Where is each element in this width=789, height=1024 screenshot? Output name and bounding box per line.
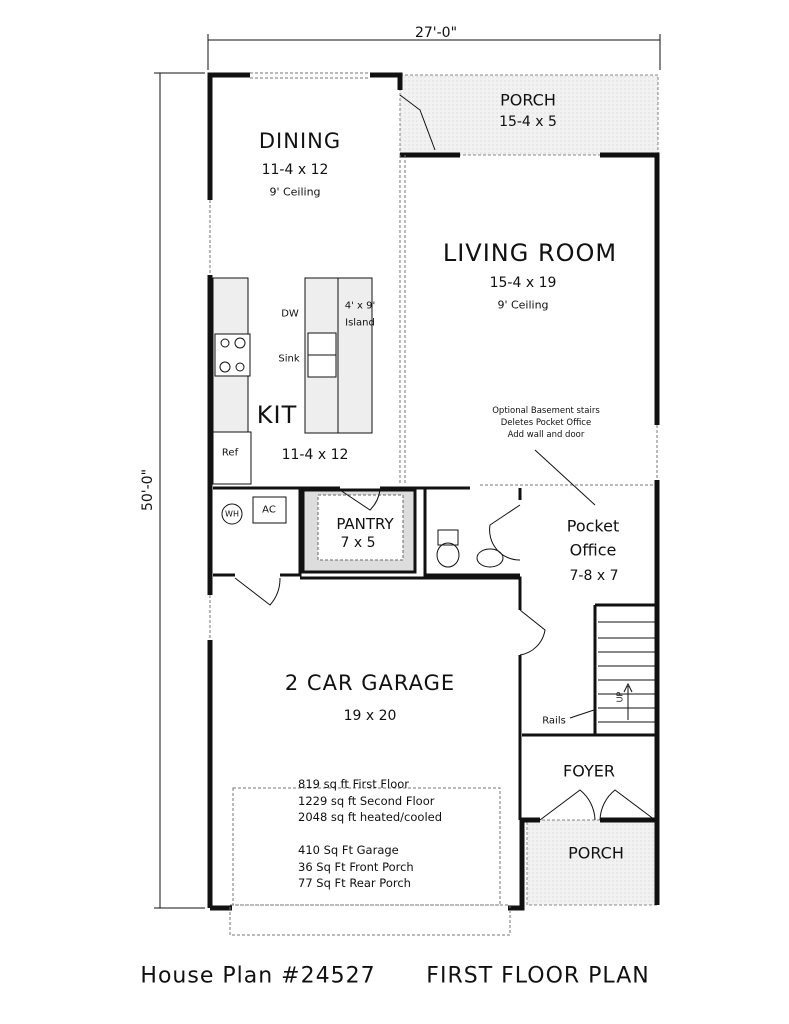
refrigerator-label: Ref [221, 447, 239, 459]
lavatory [476, 548, 504, 568]
ac-unit [252, 496, 287, 524]
pocket-office-label-2: Office [569, 540, 617, 560]
rails-label: Rails [542, 715, 566, 727]
garage-size: 19 x 20 [343, 708, 397, 724]
pantry-size: 7 x 5 [340, 535, 376, 551]
water-heater-label: WH [225, 509, 239, 519]
stat-garage: 410 Sq Ft Garage [298, 843, 399, 857]
pantry-label: PANTRY [336, 515, 394, 533]
note-line-3: Add wall and door [507, 430, 585, 440]
rear-porch-label: PORCH [500, 90, 556, 110]
pocket-office-size: 7-8 x 7 [569, 568, 619, 584]
plan-number-title: House Plan #24527 [140, 963, 376, 989]
front-porch-label: PORCH [568, 843, 624, 863]
width-dimension: 27'-0" [414, 25, 458, 41]
depth-dimension-line [154, 72, 205, 909]
kitchen-size: 11-4 x 12 [281, 447, 349, 463]
rear-porch [399, 74, 659, 156]
living-room-ceiling: 9' Ceiling [497, 298, 549, 312]
note-line-1: Optional Basement stairs [492, 406, 600, 416]
refrigerator [212, 431, 252, 485]
ac-label: AC [262, 504, 276, 516]
floor-title: FIRST FLOOR PLAN [426, 963, 650, 989]
island-size: 4' x 9' [344, 300, 376, 312]
front-porch [526, 819, 658, 906]
dining-ceiling: 9' Ceiling [269, 185, 321, 199]
rear-porch-size: 15-4 x 5 [499, 114, 557, 130]
dining-label: DINING [258, 129, 342, 153]
stat-rear-porch: 77 Sq Ft Rear Porch [298, 876, 411, 890]
stairs-up-label: UP [615, 691, 625, 703]
depth-dimension: 50'-0" [140, 468, 156, 512]
stairs [534, 449, 655, 723]
garage-label: 2 CAR GARAGE [284, 671, 456, 695]
basement-stairs-note: Optional Basement stairs Deletes Pocket … [492, 405, 600, 441]
width-dimension-line [207, 34, 661, 70]
pocket-office-label-1: Pocket [566, 516, 620, 536]
dining-size: 11-4 x 12 [261, 162, 329, 178]
dishwasher-label: DW [281, 308, 299, 320]
stat-heated-cooled: 2048 sq ft heated/cooled [298, 810, 443, 824]
stat-spacer [298, 826, 442, 843]
water-heater [221, 503, 243, 525]
island-label: Island [345, 317, 375, 329]
stat-second-floor: 1229 sq ft Second Floor [298, 793, 435, 808]
stat-front-porch: 36 Sq Ft Front Porch [298, 859, 414, 874]
toilet [437, 529, 459, 546]
kitchen-label: KIT [256, 401, 298, 429]
living-room-size: 15-4 x 19 [489, 275, 557, 291]
foyer-label: FOYER [563, 761, 615, 781]
square-footage-summary: 819 sq ft First Floor 1229 sq ft Second … [298, 776, 442, 892]
stat-first-floor: 819 sq ft First Floor [298, 777, 410, 791]
note-line-2: Deletes Pocket Office [500, 418, 592, 428]
living-room-label: LIVING ROOM [442, 239, 618, 267]
sink-label: Sink [278, 353, 300, 365]
